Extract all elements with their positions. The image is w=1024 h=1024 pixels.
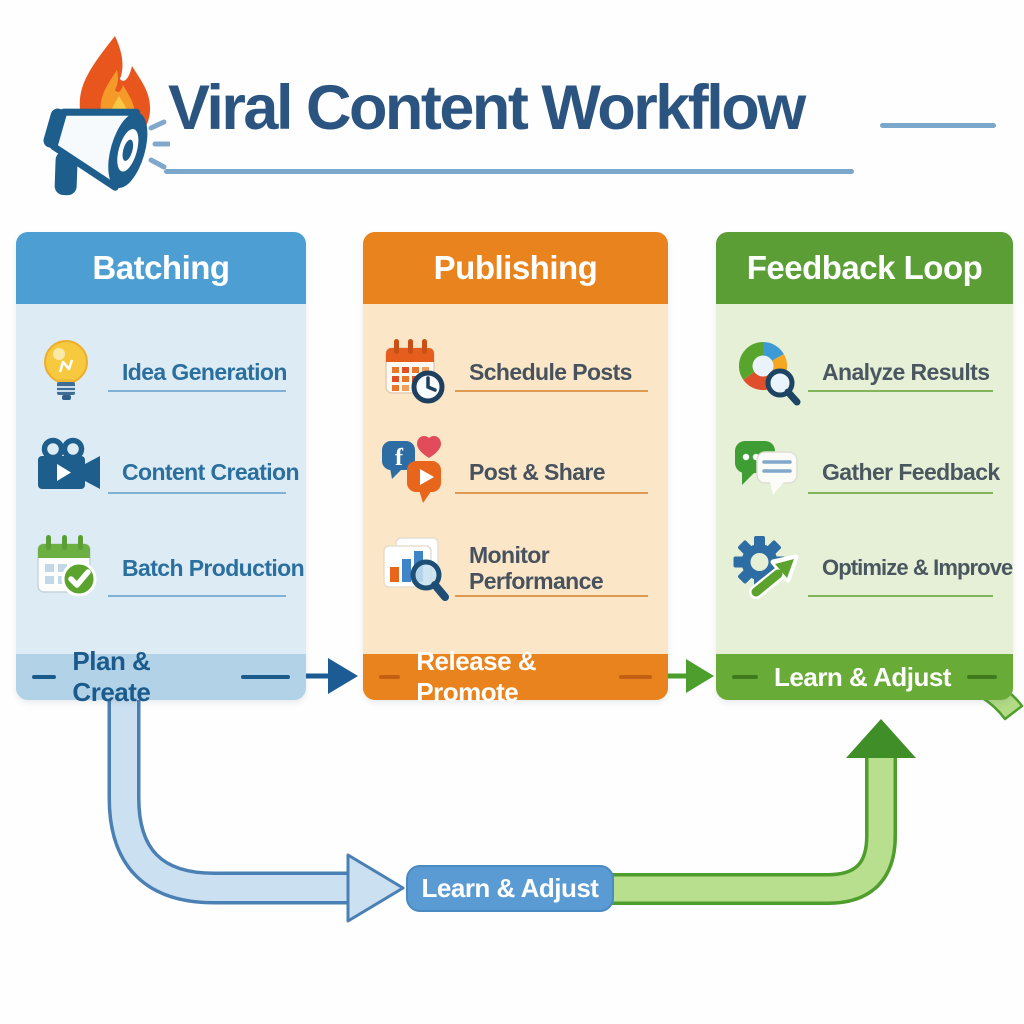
title-dash	[880, 123, 996, 128]
footer-dash	[966, 675, 997, 679]
list-item: Batch Production	[16, 530, 306, 606]
footer-label: Release & Promote	[416, 646, 537, 707]
list-item: Content Creation	[16, 434, 306, 510]
gear-arrow-icon	[733, 536, 799, 599]
card-feedback-loop-title: Feedback Loop	[716, 232, 1013, 304]
item-divider	[808, 390, 993, 392]
item-divider	[455, 595, 648, 597]
item-divider	[108, 492, 286, 494]
page-title: Viral Content Workflow	[168, 73, 806, 143]
list-item: Gather Feedback	[716, 434, 1013, 510]
item-label: Optimize & Improve	[822, 555, 1013, 580]
card-feedback-loop-body: Analyze Results Gather Feedback	[716, 304, 1013, 654]
sound-waves-icon	[148, 119, 170, 170]
list-item: Monitor Performance	[363, 530, 668, 606]
footer-label: Plan & Create	[72, 646, 151, 707]
card-publishing: Publishing	[363, 232, 668, 707]
footer-dash	[619, 675, 652, 679]
item-divider	[808, 492, 993, 494]
item-label: Analyze Results	[822, 358, 990, 385]
social-bubbles-icon: f	[382, 436, 441, 503]
calendar-clock-icon	[385, 339, 445, 404]
item-divider	[455, 492, 648, 494]
item-label: Post & Share	[469, 458, 606, 485]
card-publishing-title: Publishing	[363, 232, 668, 304]
item-divider	[808, 595, 993, 597]
item-divider	[455, 390, 648, 392]
card-feedback-loop-footer: Learn & Adjust	[716, 654, 1013, 700]
footer-dash	[241, 675, 290, 679]
facebook-f-glyph: f	[395, 445, 404, 471]
list-item: Optimize & Improve	[716, 530, 1013, 606]
megaphone-flame-icon	[43, 36, 170, 196]
chart-magnifier-icon	[383, 537, 449, 601]
list-item: Analyze Results	[716, 334, 1013, 410]
card-batching-title: Batching	[16, 232, 306, 304]
arrow-publishing-to-feedback	[662, 659, 714, 693]
card-feedback-loop: Feedback Loop Analyze Results	[716, 232, 1013, 700]
item-label: Schedule Posts	[469, 358, 632, 385]
item-label: Gather Feedback	[822, 458, 1000, 485]
card-publishing-body: Schedule Posts f Post & Share	[363, 304, 668, 654]
card-batching-body: Idea Generation Content Creation	[16, 304, 306, 654]
item-label: Batch Production	[122, 554, 305, 581]
loop-arrow-right	[608, 719, 916, 905]
calendar-check-icon	[37, 535, 97, 597]
footer-dash	[379, 675, 401, 679]
loop-arrow-left	[107, 690, 405, 923]
card-batching-footer: Plan & Create	[16, 646, 306, 707]
footer-label: Learn & Adjust	[774, 661, 951, 692]
footer-dash	[732, 675, 759, 679]
item-label: Idea Generation	[122, 358, 287, 385]
video-camera-icon	[38, 437, 100, 489]
lightbulb-icon	[44, 340, 88, 400]
footer-dash	[32, 675, 57, 679]
chat-bubbles-icon	[735, 441, 798, 495]
pie-chart-magnifier-icon	[738, 341, 801, 406]
title-underline	[164, 169, 854, 174]
list-item: Idea Generation	[16, 334, 306, 410]
list-item: Schedule Posts	[363, 334, 668, 410]
card-publishing-footer: Release & Promote	[363, 646, 668, 707]
card-batching: Batching Idea Generation	[16, 232, 306, 707]
list-item: f Post & Share	[363, 434, 668, 510]
item-label: Monitor Performance	[469, 541, 604, 594]
item-divider	[108, 595, 286, 597]
item-label: Content Creation	[122, 458, 300, 485]
item-divider	[108, 390, 286, 392]
arrow-batching-to-publishing	[298, 658, 358, 694]
loop-label-pill: Learn & Adjust	[406, 865, 614, 912]
